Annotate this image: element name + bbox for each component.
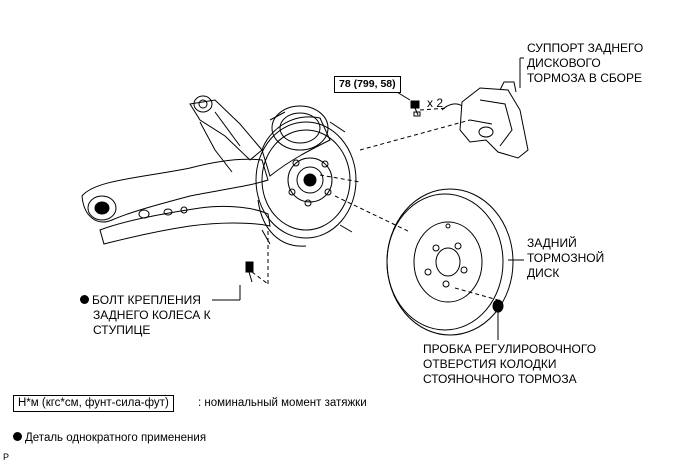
hub-bolt-label: БОЛТ КРЕПЛЕНИЯ ЗАДНЕГО КОЛЕСА К СТУПИЦЕ — [80, 293, 211, 338]
plug-label-line: ОТВЕРСТИЯ КОЛОДКИ — [423, 357, 557, 371]
hub-bolt-label-text: БОЛТ КРЕПЛЕНИЯ — [92, 293, 201, 307]
plug-label: ПРОБКА РЕГУЛИРОВОЧНОГО ОТВЕРСТИЯ КОЛОДКИ… — [423, 342, 596, 387]
knuckle-and-hub — [255, 105, 357, 247]
corner-mark: P — [3, 452, 10, 462]
adjusting-hole-plug — [492, 299, 504, 313]
caliper-label: СУППОРТ ЗАДНЕГО ДИСКОВОГО ТОРМОЗА В СБОР… — [527, 41, 643, 86]
torque-legend-desc: : номинальный момент затяжки — [198, 397, 367, 409]
caliper-label-line: ДИСКОВОГО — [527, 56, 601, 70]
hub-bolt-label-line: БОЛТ КРЕПЛЕНИЯ — [80, 293, 211, 308]
caliper-label-line: ТОРМОЗА В СБОРЕ — [527, 71, 642, 85]
plug-label-line: СТОЯНОЧНОГО ТОРМОЗА — [423, 372, 577, 386]
disc-label-line: ЗАДНИЙ — [527, 236, 577, 250]
disc-label-line: ТОРМОЗНОЙ — [527, 251, 605, 265]
caliper-label-line: СУППОРТ ЗАДНЕГО — [527, 41, 644, 55]
disc-label-line: ДИСК — [527, 266, 560, 280]
brake-caliper — [441, 81, 529, 159]
hub-bolt-label-line: СТУПИЦЕ — [93, 323, 151, 337]
nonreusable-legend-text: Деталь однократного применения — [25, 432, 207, 444]
hub-bolt — [245, 261, 254, 283]
rear-suspension-arm — [81, 95, 271, 245]
brake-disc — [386, 188, 514, 336]
nonreusable-dot-icon — [13, 432, 22, 442]
hub-bolt-label-line: ЗАДНЕГО КОЛЕСА К — [93, 308, 211, 322]
torque-spec-box: 78 (799, 58) — [334, 76, 401, 93]
nonreusable-legend: Деталь однократного применения — [13, 431, 206, 446]
nonreusable-dot-icon — [80, 295, 89, 305]
disc-label: ЗАДНИЙ ТОРМОЗНОЙ ДИСК — [527, 236, 604, 281]
torque-unit-legend-box: Н*м (кгс*см, фунт-сила-фут) — [13, 395, 174, 412]
bolt-qty-label: x 2 — [427, 96, 444, 110]
plug-label-line: ПРОБКА РЕГУЛИРОВОЧНОГО — [423, 342, 597, 356]
caliper-bolts — [410, 100, 421, 117]
